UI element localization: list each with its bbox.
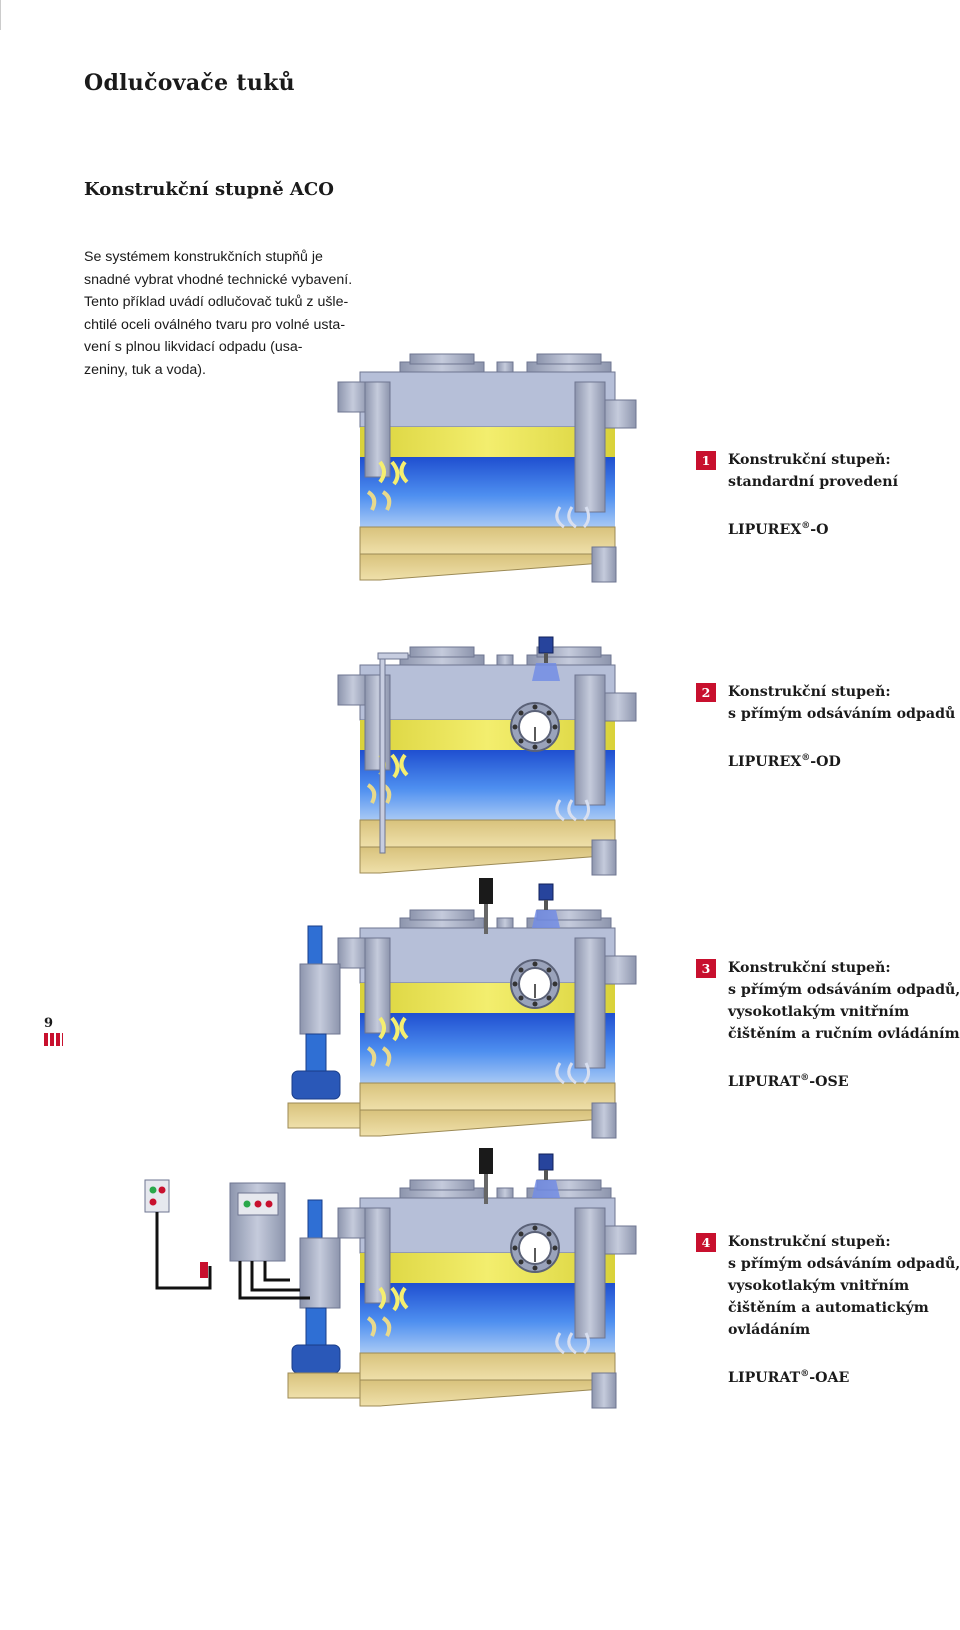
stage-4-number: 4 [696,1233,716,1252]
stage-4-caption: 4 Konstrukční stupeň: s přímým odsáváním… [696,1231,960,1389]
stage-2-number: 2 [696,683,716,702]
stage-4-line: vysokotlakým vnitřním [728,1278,910,1294]
intro-line: chtilé oceli oválného tvaru pro volné us… [84,316,346,333]
stage-4-product: LIPURAT®-OAE [728,1369,850,1386]
stage-4-line: Konstrukční stupeň: [728,1234,891,1250]
stage-1-product: LIPUREX®-O [728,521,829,538]
separator-diagram-4-body [144,1148,638,1410]
stage-1-number: 1 [696,451,716,470]
stage-1-caption: 1 Konstrukční stupeň: standardní provede… [696,449,956,541]
stage-3-caption: 3 Konstrukční stupeň: s přímým odsáváním… [696,957,960,1093]
stage-2-heading: 2 Konstrukční stupeň: s přímým odsáváním… [696,681,956,725]
page-title: Odlučovače tuků [84,70,295,96]
stage-1-line: standardní provedení [728,474,898,490]
intro-line: zeniny, tuk a voda). [84,361,206,378]
page-marker-icon [44,1033,63,1046]
intro-line: vení s plnou likvidací odpadu (usa- [84,339,303,355]
stage-2-line: Konstrukční stupeň: [728,684,891,700]
stage-3-line: vysokotlakým vnitřním [728,1004,910,1020]
stage-4-line: čištěním a automatickým [728,1300,929,1316]
intro-paragraph: Se systémem konstrukčních stupňů je snad… [84,246,374,381]
stage-4-line: s přímým odsáváním odpadů, [728,1256,960,1272]
stage-2-product: LIPUREX®-OD [728,753,841,770]
stage-1-heading: 1 Konstrukční stupeň: standardní provede… [696,449,956,493]
stage-3-line: čištěním a ručním ovládáním [728,1026,960,1042]
stage-1-line: Konstrukční stupeň: [728,452,891,468]
separator-diagram-1-body [336,352,638,584]
stage-2-line: s přímým odsáváním odpadů [728,706,956,722]
intro-line: Se systémem konstrukčních stupňů je [84,249,323,265]
stage-4-line: ovládáním [728,1322,811,1338]
stage-3-product: LIPURAT®-OSE [728,1073,849,1090]
stage-3-line: s přímým odsáváním odpadů, [728,982,960,998]
page-number: 9 [44,1016,54,1031]
stage-3-number: 3 [696,959,716,978]
separator-diagram-3-body [287,878,638,1140]
stage-3-heading: 3 Konstrukční stupeň: s přímým odsáváním… [696,957,960,1045]
section-title: Konstrukční stupně ACO [84,179,334,200]
page-edge-line [0,0,1,30]
stage-4-heading: 4 Konstrukční stupeň: s přímým odsáváním… [696,1231,960,1341]
intro-line: snadné vybrat vhodné technické vybavení. [84,271,353,288]
intro-line: Tento příklad uvádí odlučovač tuků z ušl… [84,294,349,310]
separator-diagram-2-body [336,636,638,877]
stage-2-caption: 2 Konstrukční stupeň: s přímým odsáváním… [696,681,956,773]
stage-3-line: Konstrukční stupeň: [728,960,891,976]
